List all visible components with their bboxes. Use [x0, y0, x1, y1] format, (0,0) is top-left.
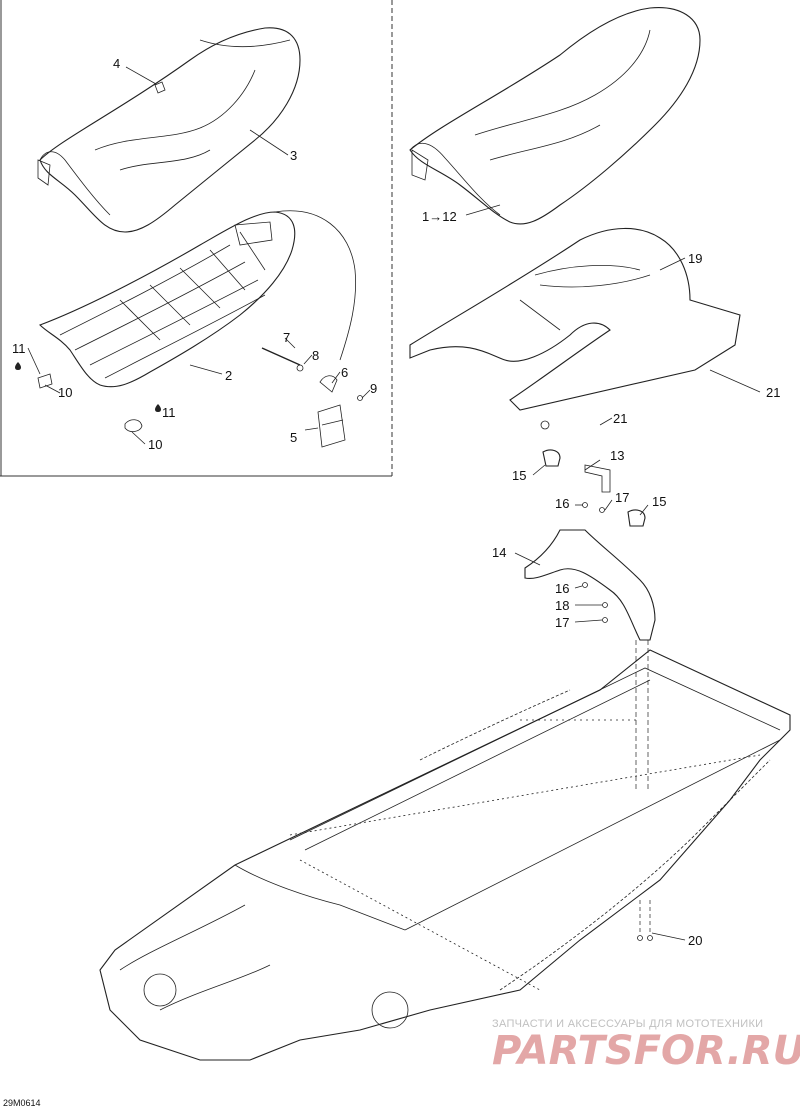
- bumpers-left: [15, 362, 161, 432]
- callout-8: 8: [312, 348, 319, 363]
- callout-7: 7: [283, 330, 290, 345]
- callout-21: 21: [766, 385, 780, 400]
- callout-16: 16: [555, 581, 569, 596]
- callout-11: 11: [162, 405, 176, 420]
- chassis-tunnel: [99, 649, 791, 1061]
- diagram-code: 29M0614: [3, 1098, 41, 1108]
- seat-base-left: [39, 211, 296, 388]
- seat-assembly-right: [409, 7, 701, 225]
- callout-17: 17: [555, 615, 569, 630]
- rear-panel: [409, 227, 741, 430]
- callout-17: 17: [615, 490, 629, 505]
- callout-6: 6: [341, 365, 348, 380]
- watermark-tagline: ЗАПЧАСТИ И АКСЕССУАРЫ ДЛЯ МОТОТЕХНИКИ: [492, 1018, 763, 1030]
- callout-4: 4: [113, 56, 120, 71]
- callout-15: 15: [512, 468, 526, 483]
- inset-frame: [0, 0, 393, 477]
- callouts: 4 3 2 11 10 11 10 7 8 6 9 5 1→12 19 21 2…: [12, 56, 780, 948]
- assembly-lines: [635, 640, 653, 941]
- leader-lines: [27, 66, 761, 941]
- callout-2: 2: [225, 368, 232, 383]
- callout-18: 18: [555, 598, 569, 613]
- callout-14: 14: [492, 545, 506, 560]
- callout-3: 3: [290, 148, 297, 163]
- callout-10: 10: [58, 385, 72, 400]
- callout-5: 5: [290, 430, 297, 445]
- callout-13: 13: [610, 448, 624, 463]
- watermark: ЗАПЧАСТИ И АКСЕССУАРЫ ДЛЯ МОТОТЕХНИКИ PA…: [492, 1018, 800, 1074]
- watermark-brand: PARTSFOR.RU: [492, 1028, 800, 1074]
- callout-1-to-12: 1→12: [422, 209, 457, 224]
- callout-9: 9: [370, 381, 377, 396]
- callout-19: 19: [688, 251, 702, 266]
- callout-11: 11: [12, 341, 26, 356]
- callout-21: 21: [613, 411, 627, 426]
- latch-assembly: [261, 210, 363, 448]
- seat-cover-left: [37, 27, 301, 233]
- callout-20: 20: [688, 933, 702, 948]
- callout-15: 15: [652, 494, 666, 509]
- rear-brace: [524, 449, 656, 641]
- callout-16: 16: [555, 496, 569, 511]
- callout-10: 10: [148, 437, 162, 452]
